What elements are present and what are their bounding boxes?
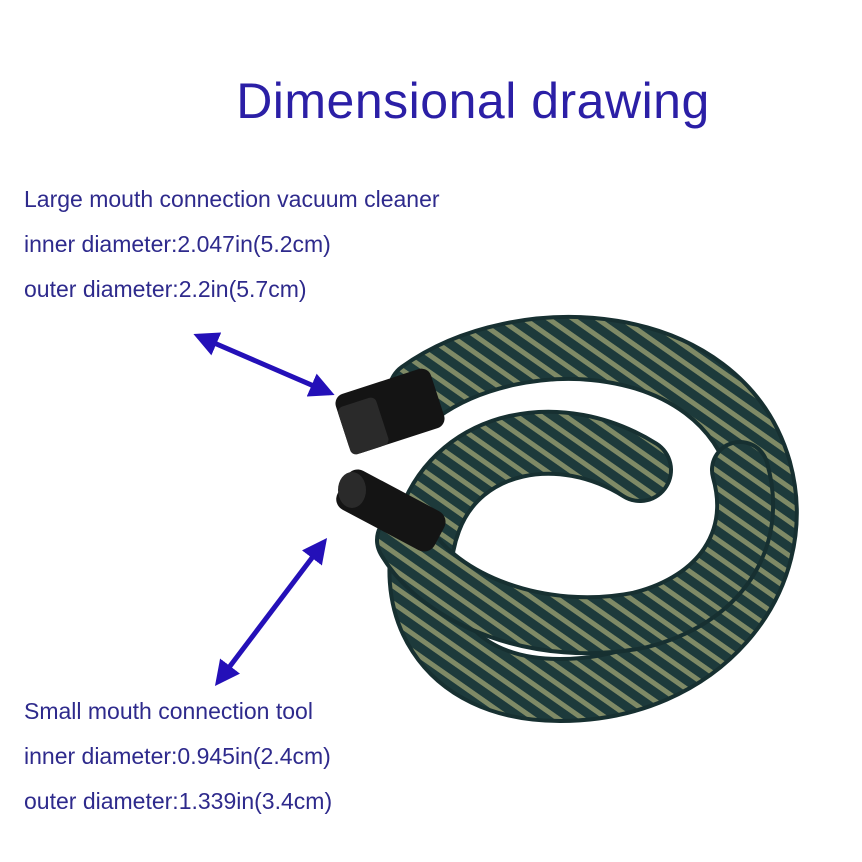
large-mouth-inner-diameter: inner diameter:2.047in(5.2cm) [24,231,331,257]
small-mouth-spec: Small mouth connection tool inner diamet… [24,700,332,835]
large-mouth-outer-diameter: outer diameter:2.2in(5.7cm) [24,276,307,302]
small-mouth-arrow [214,538,328,686]
large-mouth-spec: Large mouth connection vacuum cleaner in… [24,188,440,323]
large-mouth-heading: Large mouth connection vacuum cleaner [24,186,440,212]
hose-coil [375,315,799,724]
page-title: Dimensional drawing [236,73,710,129]
small-mouth-outer-diameter: outer diameter:1.339in(3.4cm) [24,788,333,814]
small-mouth-inner-diameter: inner diameter:0.945in(2.4cm) [24,743,331,769]
small-mouth-connector [336,469,446,552]
small-mouth-heading: Small mouth connection tool [24,698,313,724]
large-mouth-connector [335,368,445,455]
large-mouth-arrow [193,332,335,397]
